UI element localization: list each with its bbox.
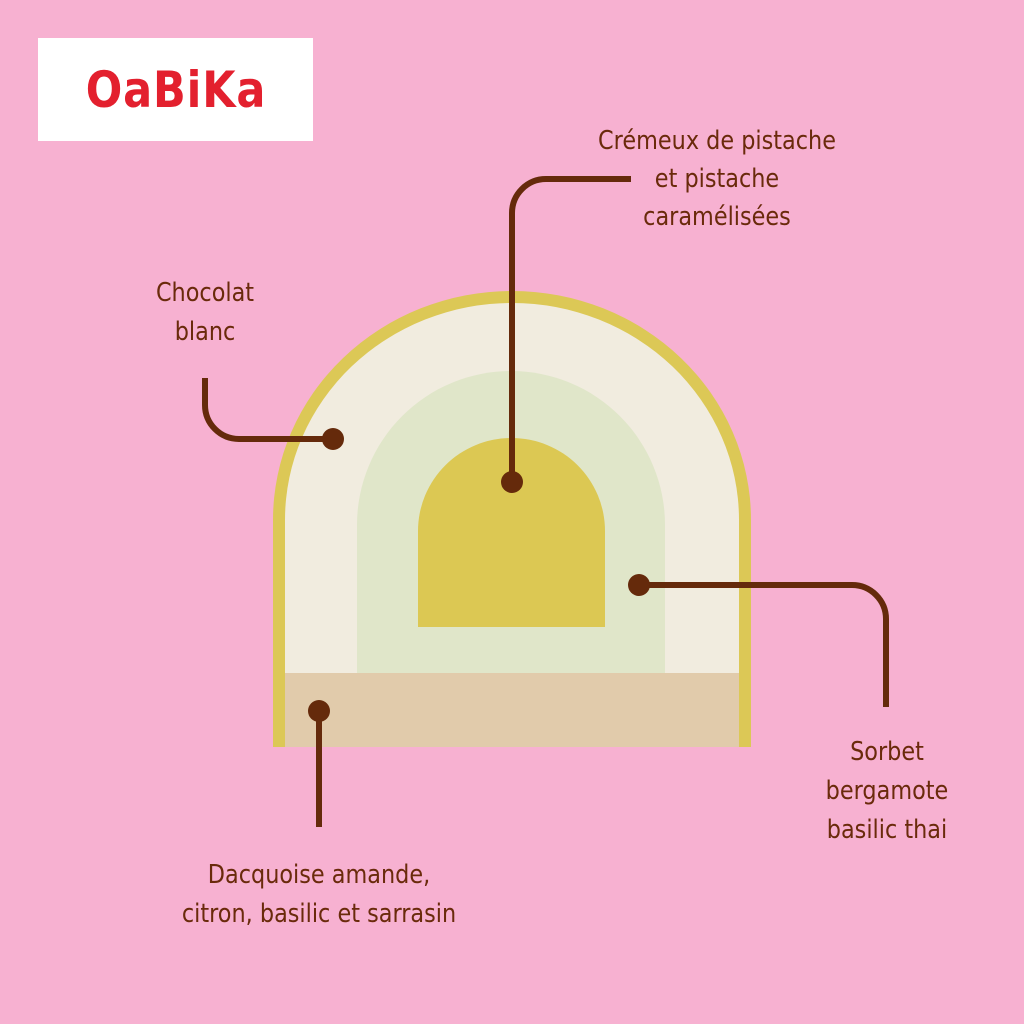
- dacquoise-base: [285, 673, 739, 747]
- marker-dot-sorbet: [628, 574, 650, 596]
- label-cremeux-line-2: et pistache: [654, 164, 780, 194]
- label-chocolat-blanc: Chocolat blanc: [119, 274, 291, 352]
- label-cremeux-line-3: caramélisées: [643, 202, 791, 232]
- label-dacquoise-line-2: citron, basilic et sarrasin: [181, 899, 457, 929]
- label-chocolat-line-1: Chocolat: [155, 278, 255, 308]
- label-cremeux-line-1: Crémeux de pistache: [598, 126, 836, 156]
- marker-dot-chocolat: [322, 428, 344, 450]
- leader-line-cremeux: [509, 176, 631, 482]
- label-dacquoise-line-1: Dacquoise amande,: [207, 860, 431, 890]
- label-sorbet-line-3: basilic thai: [826, 815, 948, 845]
- marker-dot-cremeux: [501, 471, 523, 493]
- label-chocolat-line-2: blanc: [174, 317, 236, 347]
- cremeux-core: [418, 437, 605, 627]
- marker-dot-dacquoise: [308, 700, 330, 722]
- label-sorbet-line-2: bergamote: [825, 776, 949, 806]
- label-sorbet: Sorbet bergamote basilic thai: [801, 733, 973, 850]
- leader-line-sorbet: [639, 582, 889, 707]
- leader-line-chocolat: [202, 378, 333, 442]
- label-dacquoise: Dacquoise amande, citron, basilic et sar…: [147, 856, 491, 934]
- label-sorbet-line-1: Sorbet: [850, 737, 924, 767]
- brand-logo: OaBiKa: [85, 60, 266, 119]
- label-cremeux: Crémeux de pistache et pistache caraméli…: [545, 122, 889, 237]
- logo-box: OaBiKa: [38, 38, 313, 141]
